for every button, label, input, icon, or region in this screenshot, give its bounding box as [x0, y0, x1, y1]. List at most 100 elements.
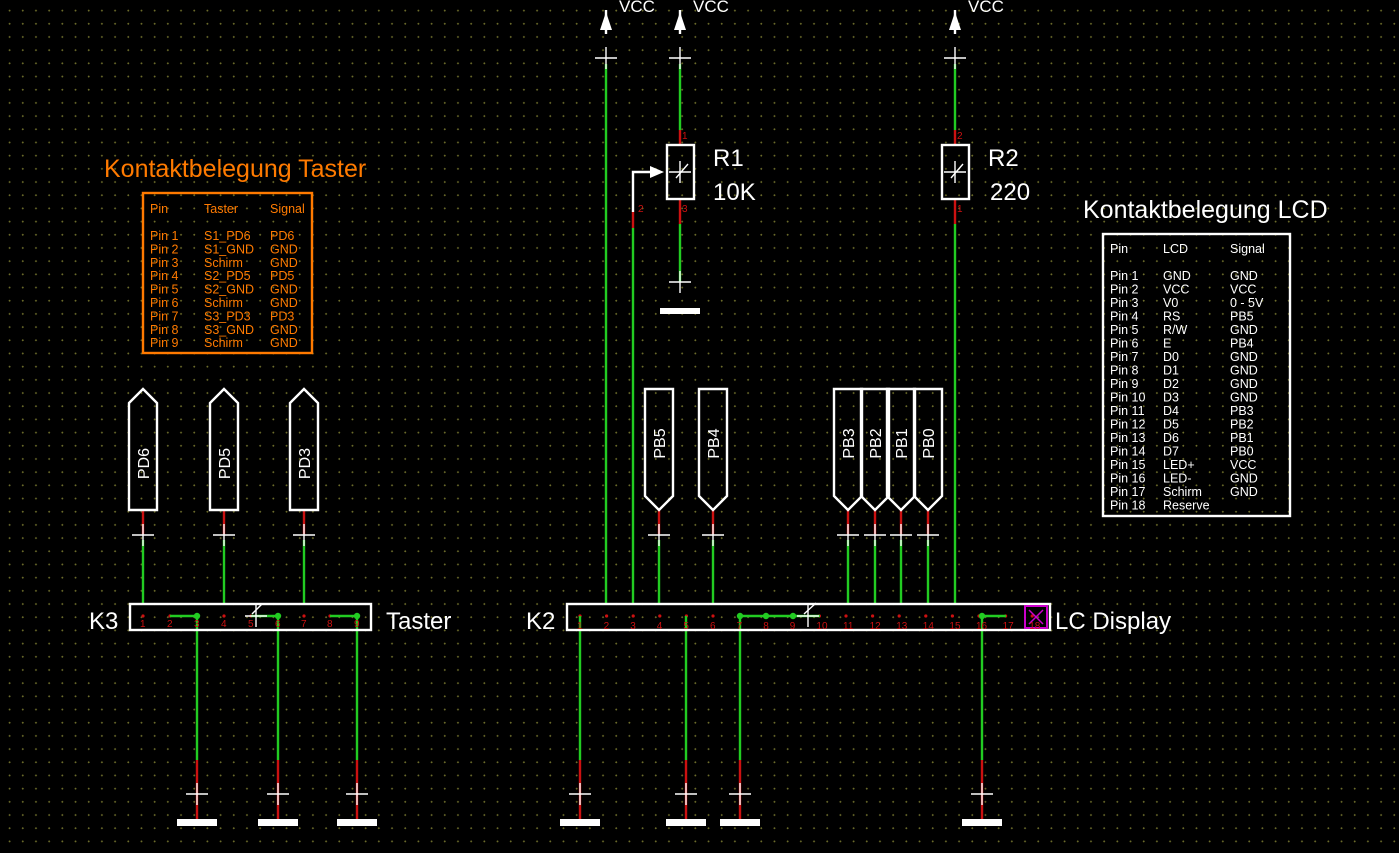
- lcd-table-cell: Pin 14: [1110, 445, 1145, 459]
- net-label-pb0-text: PB0: [921, 428, 938, 458]
- lcd-table-cell: GND: [1163, 269, 1191, 283]
- net-label-pd6-text: PD6: [136, 448, 153, 479]
- lcd-table-cell: 0 - 5V: [1230, 296, 1264, 310]
- lcd-table-cell: E: [1163, 337, 1171, 351]
- lcd-table-cell: Pin 3: [1110, 296, 1139, 310]
- k2-ground-1-bar: [560, 819, 600, 826]
- k3-pin-number: 9: [354, 619, 360, 630]
- k2-pin-number: 5: [683, 621, 689, 632]
- lcd-table-cell: Pin 7: [1110, 350, 1139, 364]
- taster-table-cell: GND: [270, 283, 298, 297]
- k2-pin-dot: [924, 614, 928, 618]
- lcd-table-cell: D4: [1163, 404, 1179, 418]
- vcc-supply-2-label: VCC: [693, 0, 729, 16]
- taster-table-cell: Pin 7: [150, 309, 179, 323]
- r1-pin-top: 1: [682, 131, 688, 142]
- k3-pin-dot: [141, 614, 145, 618]
- taster-table-cell: Pin 2: [150, 242, 179, 256]
- taster-table-cell: Pin 3: [150, 256, 179, 270]
- taster-table-cell: PD5: [270, 269, 294, 283]
- k2-pin-dot: [950, 614, 955, 618]
- vcc-supply-3-label: VCC: [968, 0, 1004, 16]
- lcd-table-cell: LED+: [1163, 458, 1195, 472]
- net-label-pb0-shape: [912, 387, 944, 512]
- k2-pin-number: 6: [710, 621, 716, 632]
- k3-label: Taster: [386, 608, 451, 635]
- k3-ref: K3: [89, 608, 118, 635]
- r1-pin-wiper: 2: [638, 204, 644, 215]
- k2-pin-number: 2: [604, 621, 610, 632]
- lcd-table-cell: Pin 12: [1110, 418, 1145, 432]
- lcd-table-cell: GND: [1230, 323, 1258, 337]
- r2-ref: R2: [988, 145, 1019, 172]
- lcd-table-cell: LED-: [1163, 472, 1191, 486]
- r2-pin-bottom: 1: [957, 204, 963, 215]
- k2-pin-number: 13: [896, 621, 908, 632]
- r2-pin-top: 2: [957, 131, 963, 142]
- taster-table-header: Taster: [204, 202, 238, 216]
- lcd-table-cell: D7: [1163, 445, 1179, 459]
- net-label-pb1-shape: [885, 387, 917, 512]
- lcd-table-cell: PB0: [1230, 445, 1254, 459]
- net-label-pb3-shape: [832, 387, 864, 512]
- net-label-pd3-text: PD3: [297, 448, 314, 479]
- taster-table-cell: GND: [270, 242, 298, 256]
- r1-ref: R1: [713, 145, 744, 172]
- taster-table-cell: S1_GND: [204, 242, 254, 256]
- k2-pin-number: 1: [577, 621, 583, 632]
- taster-table-cell: Schirm: [204, 256, 243, 270]
- lcd-table-cell: D6: [1163, 431, 1179, 445]
- k2-pin-dot: [844, 614, 848, 618]
- net-label-pb1-text: PB1: [894, 428, 911, 458]
- vcc-supply-1-label: VCC: [619, 0, 655, 16]
- k3-pin-number: 1: [140, 619, 146, 630]
- taster-table-cell: GND: [270, 296, 298, 310]
- r2-value: 220: [990, 179, 1030, 206]
- lcd-table-cell: RS: [1163, 310, 1180, 324]
- taster-table-cell: PD6: [270, 229, 294, 243]
- k3-pin-number: 5: [248, 619, 254, 630]
- net-label-pd5-shape: [208, 387, 240, 512]
- lcd-table-cell: Pin 15: [1110, 458, 1145, 472]
- lcd-table-header: LCD: [1163, 242, 1188, 256]
- k2-pin-dot: [871, 614, 875, 618]
- net-label-pb5-text: PB5: [652, 428, 669, 458]
- r1-origin-tick: [675, 163, 689, 179]
- taster-table-cell: Schirm: [204, 336, 243, 350]
- k2-marker-x2: [1028, 609, 1044, 625]
- lcd-table-cell: PB2: [1230, 418, 1254, 432]
- k2-pin-dot: [658, 614, 662, 618]
- k2-ref: K2: [526, 608, 555, 635]
- lcd-table-cell: GND: [1230, 391, 1258, 405]
- lcd-table-cell: Pin 2: [1110, 283, 1139, 297]
- taster-table-cell: PD3: [270, 309, 294, 323]
- lcd-table-cell: Pin 4: [1110, 310, 1139, 324]
- net-label-pb4-shape: [697, 387, 729, 512]
- r1-wiper-arrow: [650, 166, 664, 178]
- k3-origin-tick: [251, 603, 263, 615]
- lcd-table-title: Kontaktbelegung LCD: [1083, 196, 1328, 224]
- k2-pin-number: 7: [737, 621, 743, 632]
- k2-pin-number: 12: [870, 621, 882, 632]
- k2-pin-dot: [897, 614, 901, 618]
- lcd-table-header: Signal: [1230, 242, 1265, 256]
- k2-pin-number: 9: [790, 621, 796, 632]
- k2-origin-tick: [803, 602, 817, 615]
- k2-pin-number: 17: [1003, 621, 1015, 632]
- taster-table-title: Kontaktbelegung Taster: [104, 155, 366, 183]
- lcd-table-cell: PB1: [1230, 431, 1254, 445]
- taster-table-cell: S1_PD6: [204, 229, 251, 243]
- taster-table-cell: Pin 4: [150, 269, 179, 283]
- r1-pin-bottom: 3: [682, 204, 688, 215]
- taster-table-header: Pin: [150, 202, 168, 216]
- k3-pin-number: 2: [167, 619, 173, 630]
- k3-pin-number: 8: [327, 619, 333, 630]
- k2-ground-3-bar: [720, 819, 760, 826]
- taster-table-cell: S3_GND: [204, 323, 254, 337]
- r1-value: 10K: [713, 179, 756, 206]
- k3-ground-2-bar: [258, 819, 298, 826]
- lcd-table-header: Pin: [1110, 242, 1128, 256]
- junction-dot: [762, 612, 770, 620]
- k2-pin-dot: [1030, 614, 1034, 618]
